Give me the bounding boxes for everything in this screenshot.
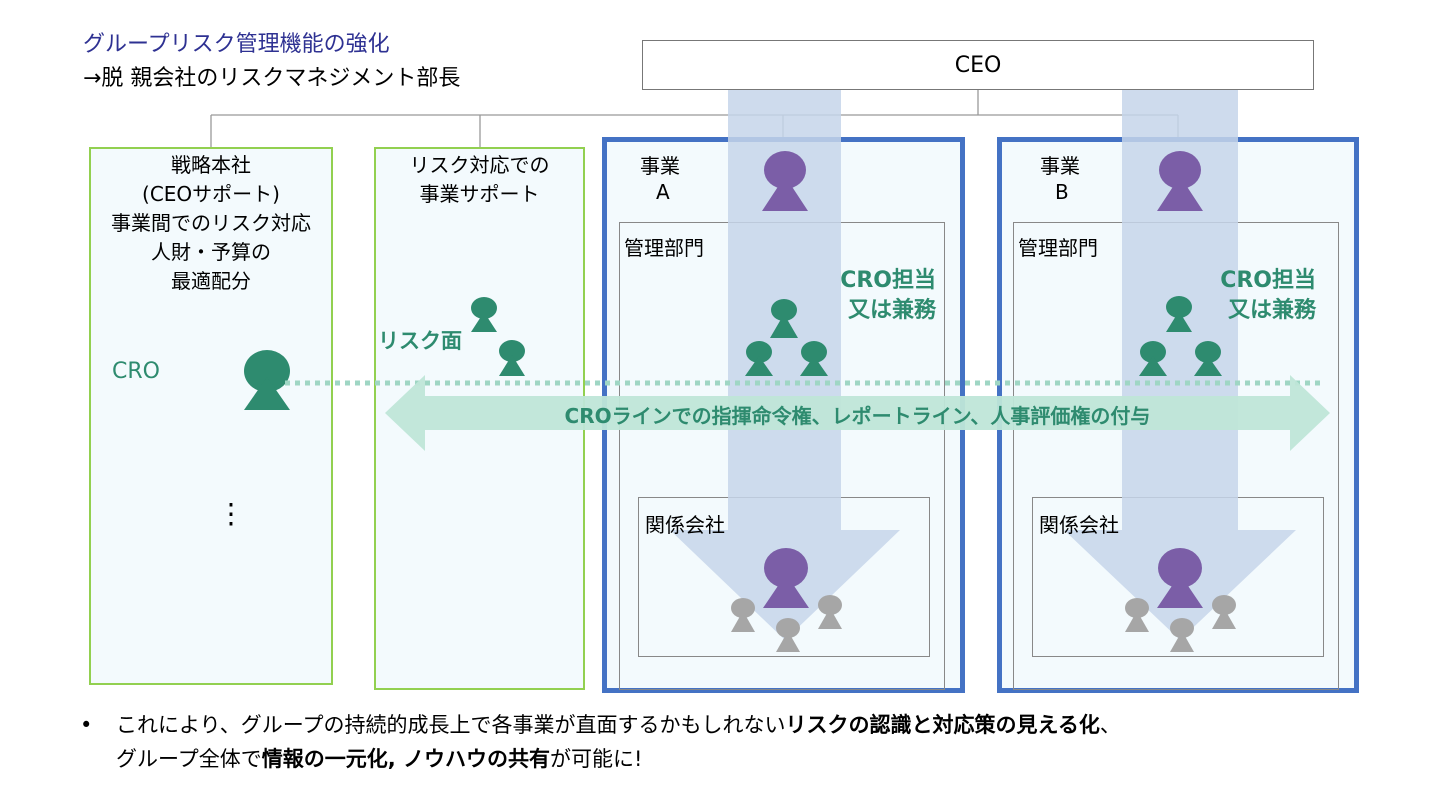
page-title: グループリスク管理機能の強化 xyxy=(83,32,390,57)
business-a-cro-label: CRO担当 又は兼務 xyxy=(840,268,936,323)
risk-side-label: リスク面 xyxy=(378,329,462,353)
business-a-label-line1: 事業 xyxy=(640,154,680,178)
business-b-head-person-icon xyxy=(1157,151,1203,211)
business-b-cro-team-icons xyxy=(1139,296,1222,376)
business-b-cro-label: CRO担当 又は兼務 xyxy=(1220,268,1316,323)
business-b-affiliate-person-icon xyxy=(1157,548,1203,608)
risk-support-person-icons xyxy=(471,297,525,376)
cro-label: CRO xyxy=(112,359,160,384)
business-a-head-person-icon xyxy=(762,151,808,211)
business-b-affiliate-staff-icons xyxy=(1125,595,1236,652)
business-b-affiliate-label: 関係会社 xyxy=(1039,513,1119,537)
business-b-label-line1: 事業 xyxy=(1040,154,1080,178)
business-a-down-arrow xyxy=(670,90,900,640)
bullet-line-2: グループ全体で情報の一元化, ノウハウの共有が可能に! xyxy=(116,747,643,771)
cro-line-double-arrow xyxy=(385,375,1330,451)
page-subtitle: →脱 親会社のリスクマネジメント部長 xyxy=(83,66,461,91)
ellipsis-icon: ⋮ xyxy=(217,497,245,530)
business-a-mgmt-label: 管理部門 xyxy=(624,236,704,260)
strategy-hq-text: 戦略本社 (CEOサポート) 事業間でのリスク対応 人財・予算の 最適配分 xyxy=(111,153,311,293)
business-a-cro-team-icons xyxy=(745,299,828,376)
ceo-box: CEO xyxy=(642,40,1314,90)
bullet-symbol: • xyxy=(80,713,93,737)
summary-bullet: • これにより、グループの持続的成長上で各事業が直面するかもしれないリスクの認識… xyxy=(80,708,1380,778)
ceo-label: CEO xyxy=(954,52,1002,78)
business-a-affiliate-staff-icons xyxy=(731,595,842,652)
business-a-affiliate-person-icon xyxy=(763,548,809,608)
cro-person-icon xyxy=(244,350,290,410)
business-a-affiliate-label: 関係会社 xyxy=(645,513,725,537)
business-b-mgmt-label: 管理部門 xyxy=(1018,236,1098,260)
bullet-line-1: これにより、グループの持続的成長上で各事業が直面するかもしれないリスクの認識と対… xyxy=(116,713,1121,737)
cro-line-arrow-label: CROラインでの指揮命令権、レポートライン、人事評価権の付与 xyxy=(564,404,1151,428)
business-a-label-line2: A xyxy=(656,180,670,204)
strategy-hq-box: 戦略本社 (CEOサポート) 事業間でのリスク対応 人財・予算の 最適配分 xyxy=(89,147,333,685)
business-b-label-line2: B xyxy=(1055,180,1069,204)
business-b-down-arrow xyxy=(1064,90,1296,640)
